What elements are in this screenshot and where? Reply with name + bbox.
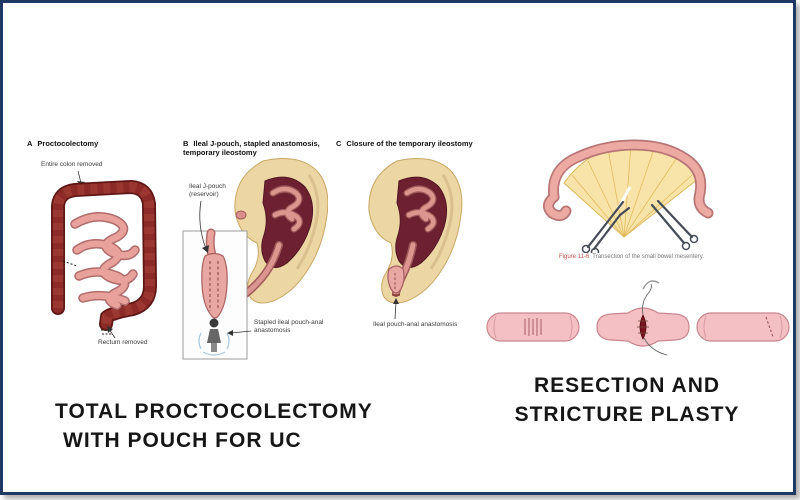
colon-illustration bbox=[51, 170, 158, 339]
label-pouch-anal-anastomosis: Ileal pouch-anal anastomosis bbox=[373, 321, 458, 328]
jpouch-sagittal-illustration bbox=[182, 158, 328, 360]
left-caption-line2: WITH POUCH FOR UC bbox=[63, 429, 302, 452]
panel-c-header: C Closure of the temporary ileostomy bbox=[336, 139, 474, 148]
strictureplasty-illustration bbox=[486, 280, 790, 356]
panel-a-title: Proctocolectomy bbox=[37, 139, 99, 148]
right-caption-line2: STRICTURE PLASTY bbox=[514, 403, 740, 426]
panel-c-title: Closure of the temporary ileostomy bbox=[346, 139, 473, 148]
right-caption-line1: RESECTION AND bbox=[533, 374, 721, 397]
panel-b-title: Ileal J-pouch, stapled anastomosis, temp… bbox=[183, 139, 320, 158]
figure-number: Figure 11-6 bbox=[559, 254, 590, 260]
bowel-segment-stapled bbox=[696, 312, 790, 342]
panel-b-letter: B bbox=[183, 139, 189, 148]
mesentery-transection-illustration bbox=[536, 135, 716, 253]
bowel-segment-anastomosis bbox=[486, 312, 580, 342]
label-rectum-removed: Rectum removed bbox=[98, 339, 148, 346]
surgical-clamps bbox=[586, 199, 694, 251]
stapler-device bbox=[207, 329, 221, 343]
figure-caption-text: Transection of the small bowel mesentery… bbox=[592, 254, 704, 260]
right-caption: RESECTION AND STRICTURE PLASTY bbox=[491, 371, 763, 429]
j-pouch-inset bbox=[182, 228, 248, 360]
ileostomy-stoma bbox=[235, 210, 247, 220]
ileostomy-closure-illustration bbox=[368, 158, 463, 320]
panel-c-letter: C bbox=[336, 139, 342, 148]
label-entire-colon-removed: Entire colon removed bbox=[41, 161, 103, 168]
suture-needle bbox=[642, 280, 660, 290]
panel-a-letter: A bbox=[27, 139, 33, 148]
bowel-segment-strictureplasty bbox=[596, 280, 690, 356]
stapler-anvil bbox=[209, 318, 219, 328]
water-splash bbox=[198, 332, 230, 356]
left-caption-line1: TOTAL PROCTOCOLECTOMY bbox=[55, 400, 373, 423]
suture-thread bbox=[642, 283, 652, 316]
label-stapled-anastomosis: Stapled ileal pouch-anal anastomosis bbox=[254, 319, 324, 335]
label-ileal-j-pouch: Ileal J-pouch (reservoir) bbox=[189, 183, 226, 199]
pelvic-pouch bbox=[387, 265, 405, 294]
panel-a-header: A Proctocolectomy bbox=[27, 139, 167, 148]
